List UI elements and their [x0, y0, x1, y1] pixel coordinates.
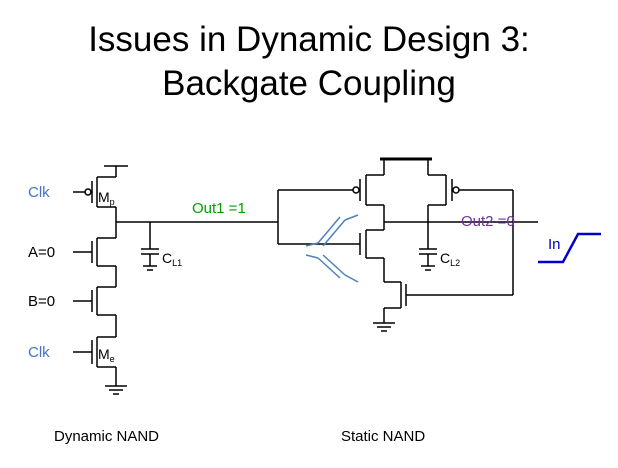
clk-bottom-label: Clk [28, 344, 50, 361]
backgate-coupling-capacitors [305, 214, 359, 283]
cl1-label-text: C [162, 250, 172, 266]
upper-nmos [353, 229, 384, 259]
out2-label: Out2 =0 [461, 213, 515, 230]
title-line-2: Backgate Coupling [162, 64, 456, 103]
clk-top-label: Clk [28, 184, 50, 201]
cl2-capacitor [419, 222, 437, 271]
b-input-label: B=0 [28, 293, 55, 310]
dynamic-nand-caption: Dynamic NAND [54, 428, 160, 445]
lower-nmos [400, 282, 513, 308]
title-line-1: Issues in Dynamic Design 3: [88, 20, 530, 59]
slide-title: Issues in Dynamic Design 3: Backgate Cou… [0, 18, 618, 106]
mp-label-text: M [98, 189, 110, 205]
gnd-static [373, 322, 395, 332]
left-pmos [278, 174, 384, 206]
gnd-dynamic [105, 385, 127, 395]
cl2-label: CL2 [440, 250, 460, 268]
cl2-label-text: C [440, 250, 450, 266]
cl1-label-sub: L1 [172, 258, 182, 268]
mp-gate-bubble [84, 188, 92, 196]
right-pmos [428, 174, 513, 206]
me-label: Me [98, 346, 115, 364]
a-transistor [73, 237, 116, 267]
in-waveform [538, 232, 601, 264]
in-label: In [548, 236, 561, 253]
static-nand-caption: Static NAND [341, 428, 426, 445]
me-label-sub: e [110, 354, 115, 364]
cl1-capacitor [141, 222, 159, 271]
static-nand [277, 157, 538, 332]
cl2-label-sub: L2 [450, 258, 460, 268]
dynamic-nand [73, 165, 278, 395]
b-transistor [73, 286, 116, 316]
me-transistor [73, 336, 116, 368]
me-label-text: M [98, 346, 110, 362]
out1-label: Out1 =1 [192, 200, 246, 217]
mp-transistor [73, 176, 116, 208]
a-input-label: A=0 [28, 244, 55, 261]
cl1-label: CL1 [162, 250, 182, 268]
mp-label: Mp [98, 189, 115, 207]
mp-label-sub: p [110, 197, 115, 207]
